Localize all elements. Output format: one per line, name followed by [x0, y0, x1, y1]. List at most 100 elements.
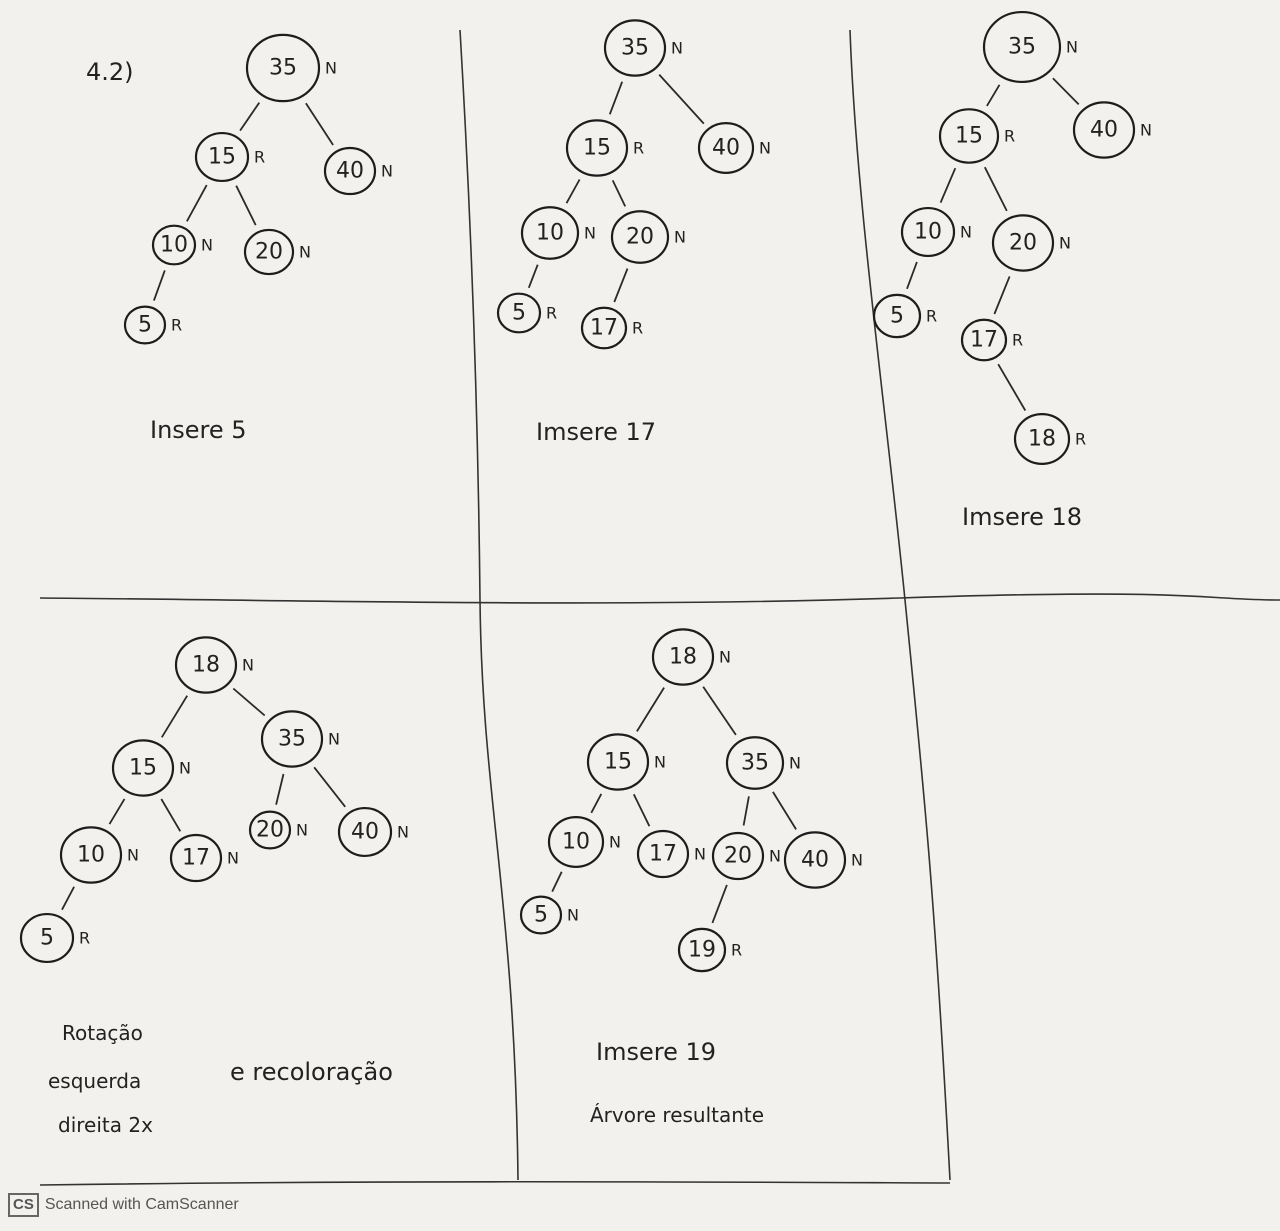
node-value: 20: [255, 240, 283, 265]
node-panel-2-15: 15 R: [565, 119, 644, 177]
caption-panel-3: Imsere 18: [962, 503, 1082, 531]
node-circle: [872, 293, 922, 339]
edge-panel-1-15-20: [235, 185, 257, 226]
node-color-label: R: [633, 139, 644, 158]
node-color-label: N: [789, 754, 801, 773]
node-color-label: R: [171, 316, 182, 335]
edge-panel-3-17-18: [997, 363, 1027, 411]
node-value: 40: [712, 136, 740, 161]
node-color-label: R: [254, 148, 265, 167]
node-circle: [610, 210, 670, 264]
node-value: 5: [534, 903, 548, 928]
edge-panel-5-18-15: [636, 687, 665, 732]
edge-panel-5-18-35: [702, 686, 737, 736]
edge-panel-3-35-15: [986, 84, 1001, 107]
node-value: 10: [562, 830, 590, 855]
node-value: 15: [208, 145, 236, 170]
node-color-label: N: [179, 759, 191, 778]
node-value: 5: [512, 301, 526, 326]
node-value: 19: [688, 938, 716, 963]
node-value: 5: [890, 304, 904, 329]
node-panel-3-18: 18 R: [1013, 413, 1086, 465]
edge-panel-2-10-5: [527, 264, 539, 289]
node-color-label: N: [1066, 38, 1078, 57]
node-value: 17: [970, 328, 998, 353]
node-value: 15: [129, 756, 157, 781]
caption-panel-4-extra: e recoloração: [230, 1058, 393, 1086]
edge-panel-1-10-5: [153, 270, 166, 301]
edge-panel-4-35-20: [275, 773, 285, 805]
edge-panel-3-10-5: [906, 261, 918, 290]
node-color-label: N: [381, 162, 393, 181]
node-circle: [337, 806, 393, 858]
node-value: 17: [590, 316, 618, 341]
node-value: 18: [1028, 427, 1056, 452]
node-color-label: R: [546, 304, 557, 323]
divider-bottom: [39, 1180, 951, 1186]
node-circle: [111, 739, 175, 797]
node-circle: [520, 206, 580, 260]
edge-panel-3-35-40: [1052, 77, 1080, 106]
node-value: 20: [724, 844, 752, 869]
node-circle: [636, 829, 690, 879]
node-value: 15: [583, 136, 611, 161]
edge-panel-3-15-20: [983, 166, 1008, 212]
divider-horizontal: [39, 593, 1280, 604]
edge-panel-5-15-17: [632, 793, 651, 827]
edge-panel-5-20-19: [711, 884, 728, 924]
node-circle: [586, 733, 650, 791]
node-color-label: N: [227, 849, 239, 868]
node-panel-4-15: 15 N: [111, 739, 191, 797]
node-value: 18: [669, 645, 697, 670]
node-panel-3-17: 17 R: [960, 318, 1023, 362]
node-value: 5: [138, 313, 152, 338]
node-circle: [982, 10, 1062, 84]
edge-panel-1-15-10: [186, 184, 208, 222]
node-color-label: R: [1075, 430, 1086, 449]
node-circle: [711, 831, 765, 881]
node-panel-5-10: 10 N: [547, 816, 621, 868]
edge-panel-2-15-10: [565, 179, 581, 204]
node-circle: [651, 628, 715, 686]
node-color-label: N: [694, 845, 706, 864]
node-value: 35: [269, 56, 297, 81]
node-value: 20: [256, 818, 284, 843]
node-color-label: N: [201, 236, 213, 255]
node-value: 10: [914, 220, 942, 245]
node-circle: [991, 214, 1055, 272]
node-circle: [248, 810, 292, 850]
node-color-label: N: [609, 833, 621, 852]
node-circle: [496, 292, 542, 334]
node-value: 15: [604, 750, 632, 775]
node-color-label: R: [1012, 331, 1023, 350]
node-color-label: N: [1140, 121, 1152, 140]
node-circle: [1072, 101, 1136, 159]
node-circle: [547, 816, 605, 868]
node-circle: [123, 305, 167, 345]
node-value: 17: [649, 842, 677, 867]
node-value: 18: [192, 653, 220, 678]
node-color-label: N: [851, 851, 863, 870]
node-color-label: N: [328, 730, 340, 749]
node-circle: [677, 927, 727, 973]
edge-panel-1-35-15: [239, 102, 261, 132]
node-panel-2-17: 17 R: [580, 306, 643, 350]
node-color-label: N: [567, 906, 579, 925]
scanner-footer: CS Scanned with CamScanner: [8, 1193, 239, 1217]
node-circle: [260, 710, 324, 768]
node-color-label: R: [632, 319, 643, 338]
edge-panel-2-20-17: [613, 268, 629, 303]
